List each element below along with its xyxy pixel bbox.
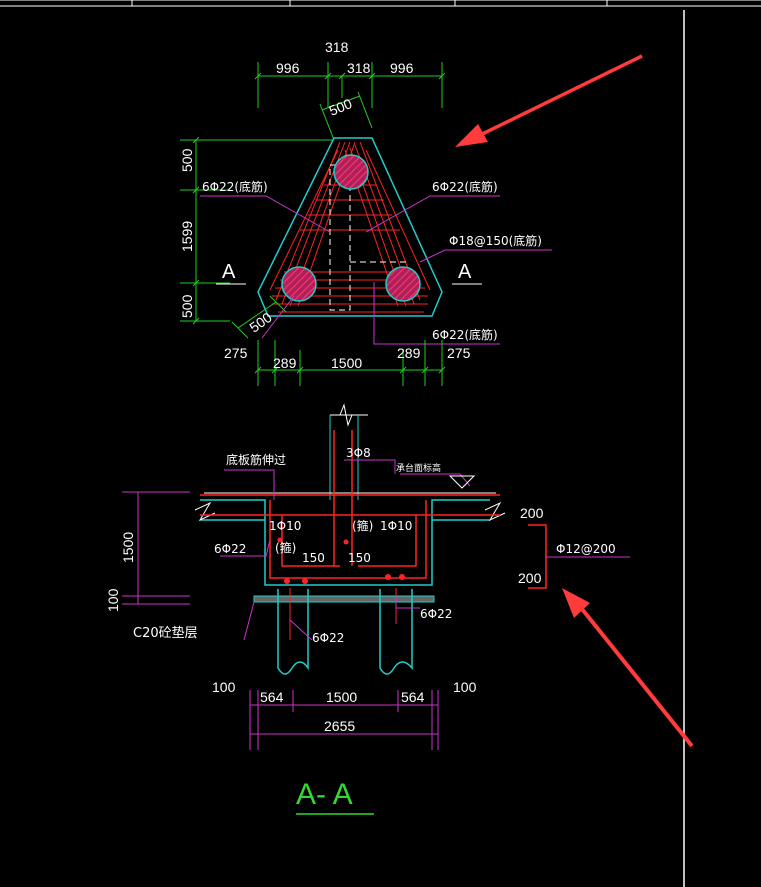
slab-breaks [194, 492, 506, 522]
label-top-rebar: 3Φ8 [346, 446, 371, 460]
plan-dim-bottom-center: 1500 [331, 355, 362, 371]
plan-bottom-dimensions [254, 340, 446, 386]
section-mark-left: A [222, 261, 236, 283]
plan-dim-pile: 500 [327, 95, 355, 119]
rebar-label-right: 6Φ22(底筋) [432, 179, 498, 194]
plan-left-dimensions [180, 136, 334, 325]
stirrup-detail: 200 200 Φ12@200 [518, 505, 630, 589]
section-dim-overall: 2655 [324, 718, 355, 734]
column-break [329, 403, 368, 500]
section-bottom-dimensions [249, 690, 439, 750]
plan-dim-overall: 318 [325, 39, 349, 55]
plan-dim-top-center: 318 [347, 60, 371, 76]
detail-top-dim: 200 [520, 505, 544, 521]
plan-dim-left-middle: 1599 [179, 221, 195, 252]
rebar-dots [277, 537, 405, 584]
cushion-layer [253, 595, 435, 603]
plan-dim-bottom-right: 289 [397, 345, 421, 361]
section-mark-right: A [458, 261, 472, 283]
annotation-arrow-bottom [562, 588, 694, 748]
label-hook-2: (箍) [275, 540, 296, 555]
pile-bottom-right [385, 266, 421, 302]
label-right-main: 6Φ22 [420, 607, 452, 621]
section-view: 底板筋伸过 3Φ8 承台面标高 1Φ10 (箍) 1Φ10 (箍) 6Φ22 1… [105, 403, 506, 815]
section-dim-left-outer: 100 [212, 679, 236, 695]
plan-dim-bottom-right-outer: 275 [447, 345, 471, 361]
plan-dim-left-bottom: 500 [179, 294, 195, 318]
section-left-dimensions [122, 491, 190, 605]
plan-dim-bottom-left: 289 [273, 355, 297, 371]
section-dim-right: 564 [401, 689, 425, 705]
section-dim-cushion: 100 [105, 588, 121, 612]
annotation-arrow-top [455, 54, 643, 147]
plan-pile-dimension [319, 91, 373, 141]
pile-top [333, 154, 369, 190]
plan-dim-top-right: 996 [390, 60, 414, 76]
pile-bottom-left [281, 266, 317, 302]
section-dim-left: 564 [260, 689, 284, 705]
cap-section-outline [200, 499, 490, 586]
plan-dim-bottom-left-outer: 275 [224, 345, 248, 361]
plan-dim-left-top: 500 [179, 148, 195, 172]
section-dim-depth: 1500 [120, 532, 136, 563]
section-piles [277, 589, 413, 675]
plan-top-dimensions [254, 62, 446, 108]
label-main-rebar: 6Φ22 [214, 542, 246, 556]
plan-leaders [200, 195, 552, 345]
label-slab-rebar: 底板筋伸过 [226, 452, 286, 467]
section-dim-right-outer: 100 [453, 679, 477, 695]
label-hook: (箍) [352, 518, 373, 533]
elevation-triangle [448, 475, 476, 489]
pile-cap-outline [257, 137, 443, 317]
section-title: A- A [296, 778, 353, 811]
label-dim-150-right: 150 [348, 551, 371, 565]
rebar-label-bottom: 6Φ22(底筋) [432, 327, 498, 342]
label-stirrup-left: 1Φ10 [269, 519, 301, 533]
section-leaders [220, 459, 471, 641]
detail-bottom-dim: 200 [518, 570, 542, 586]
label-pile-main: 6Φ22 [312, 631, 344, 645]
detail-label: Φ12@200 [556, 542, 616, 556]
label-dim-150-left: 150 [302, 551, 325, 565]
label-cap-top: 承台面标高 [396, 462, 441, 474]
rebar-label-left: 6Φ22(底筋) [202, 179, 268, 194]
label-cushion: C20砼垫层 [133, 625, 198, 641]
rebar-label-distribution: Φ18@150(底筋) [449, 233, 542, 248]
slab-rebar [200, 430, 500, 579]
label-stirrup-right: 1Φ10 [380, 519, 412, 533]
plan-view: 318 996 318 996 500 500 1599 500 [179, 39, 552, 386]
plan-dim-top-left: 996 [276, 60, 300, 76]
section-dim-center: 1500 [326, 689, 357, 705]
plan-dim-pile-bottom-left: 500 [246, 309, 274, 336]
